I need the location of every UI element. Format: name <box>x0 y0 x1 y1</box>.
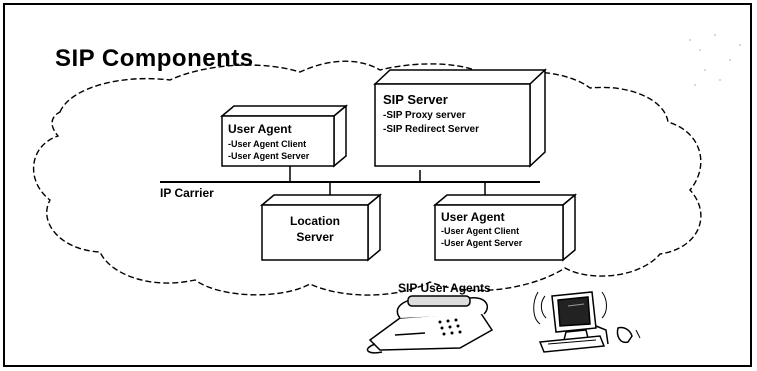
user-agent-1-item-client: -User Agent Client <box>228 139 307 149</box>
location-server-line2: Server <box>296 230 334 244</box>
user-agent-2-item-server: -User Agent Server <box>441 238 523 248</box>
network-cloud <box>33 60 702 296</box>
page-title: SIP Components <box>55 45 254 72</box>
location-server-box <box>259 193 383 262</box>
user-agent-box-2 <box>432 193 578 262</box>
user-agent-1-title: User Agent <box>228 122 292 136</box>
sip-server-title: SIP Server <box>383 92 448 107</box>
sip-server-box <box>373 68 547 168</box>
slide-frame <box>3 3 752 367</box>
telephone-icon <box>366 295 494 354</box>
sip-server-item-redirect: -SIP Redirect Server <box>383 124 479 135</box>
sip-server-item-proxy: -SIP Proxy server <box>383 110 466 121</box>
network-label: IP Carrier <box>160 186 214 200</box>
user-agent-2-title: User Agent <box>441 210 505 224</box>
devices-label: SIP User Agents <box>398 281 491 295</box>
user-agent-box-1 <box>219 104 349 168</box>
user-agent-1-item-server: -User Agent Server <box>228 151 310 161</box>
location-server-line1: Location <box>290 214 340 228</box>
computer-icon <box>533 291 641 353</box>
scan-noise <box>689 34 741 86</box>
user-agent-2-item-client: -User Agent Client <box>441 226 520 236</box>
